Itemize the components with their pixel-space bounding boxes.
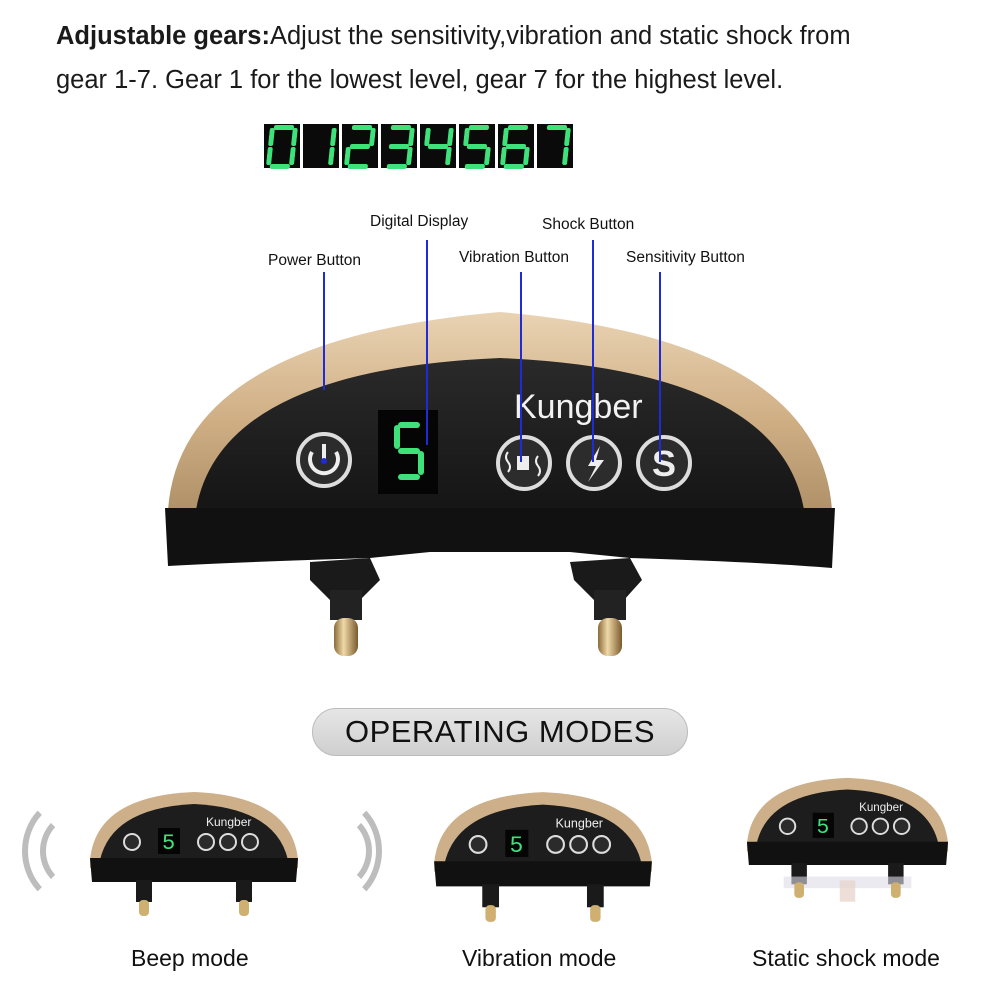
callout-line-power [323,272,325,390]
callout-line-sensitivity [659,272,661,462]
intro-text: Adjustable gears:Adjust the sensitivity,… [56,14,956,102]
gear-digit-3 [381,124,417,169]
gear-digit-strip [264,124,573,169]
callout-line-shock [592,240,594,462]
gear-digit-6 [498,124,534,169]
mode-device-0: Kungber 5 [88,790,300,925]
mode-label-static-shock: Static shock mode [752,945,940,971]
gear-digit-5 [459,124,495,169]
section-title-operating-modes: OPERATING MODES [312,708,688,756]
brand-logo: Kungber [514,388,643,426]
svg-text:Kungber: Kungber [556,817,603,831]
gear-digit-2 [342,124,378,169]
gear-digit-4 [420,124,456,168]
mode-device-1: Kungber 5 [432,790,654,931]
intro-line2: gear 1-7. Gear 1 for the lowest level, g… [56,66,784,94]
sound-wave-right-icon [280,795,382,907]
callout-display: Digital Display [370,213,469,230]
gear-digit-7 [537,124,573,168]
callout-vibration: Vibration Button [459,249,570,266]
callout-line-vibration [520,272,522,462]
svg-text:5: 5 [509,833,523,859]
mode-label-beep: Beep mode [131,945,249,971]
svg-text:5: 5 [162,831,175,856]
svg-text:Kungber: Kungber [206,815,251,829]
intro-line1: Adjust the sensitivity,vibration and sta… [269,22,851,50]
gear-digit-0 [264,124,300,169]
sound-wave-left-icon [40,812,112,890]
sensitivity-button[interactable]: S [636,435,692,491]
callout-line-display [426,240,428,445]
svg-text:Kungber: Kungber [859,801,903,814]
callout-sensitivity: Sensitivity Button [626,249,745,266]
sound-wave-left-icon [22,795,124,907]
mode-device-2: Kungber 5 [745,776,950,907]
vibration-button[interactable] [496,435,552,491]
callout-shock: Shock Button [542,216,635,233]
shock-button[interactable] [566,435,622,491]
sound-wave-right-icon [300,812,372,890]
mode-label-vibration: Vibration mode [462,945,617,971]
svg-text:S: S [652,443,676,484]
collar-receiver-device: Kungber S [165,312,835,656]
callout-power: Power Button [268,252,362,269]
callout-dot-power [321,458,327,464]
intro-heading: Adjustable gears: [56,22,270,50]
gear-digit-1 [303,124,339,168]
svg-text:5: 5 [817,816,830,840]
